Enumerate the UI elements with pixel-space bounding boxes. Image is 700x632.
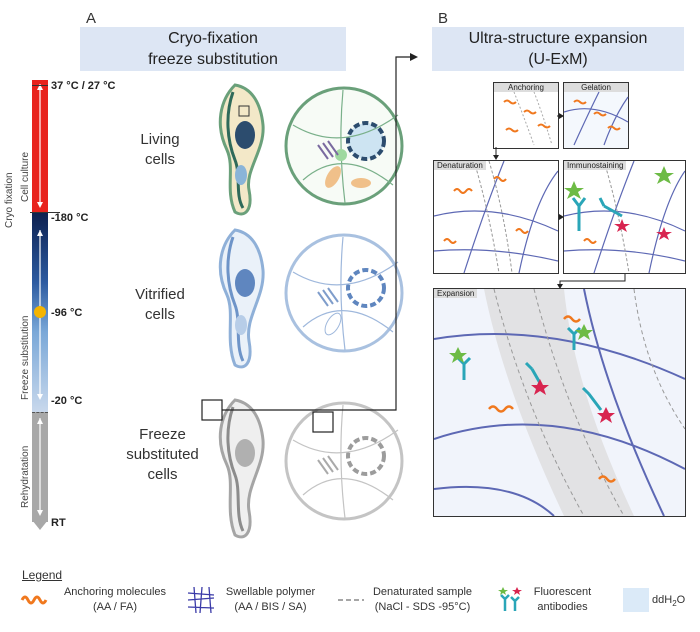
tick-20 — [32, 412, 48, 413]
vitrified-cell-zoom — [284, 233, 404, 353]
temp-minus-20: -20 °C — [51, 395, 83, 407]
vitrified-cell-illustration — [218, 228, 265, 369]
legend-anchoring-molecules: Anchoring molecules(AA / FA) — [63, 586, 167, 613]
tick-37 — [32, 85, 48, 86]
legend-swellable-polymer: Swellable polymer(AA / BIS / SA) — [225, 586, 316, 613]
freeze-substituted-cell-zoom — [284, 401, 404, 521]
panel-a-title: Cryo-fixation freeze substitution — [80, 27, 346, 71]
panel-b-letter: B — [438, 10, 449, 27]
panel-b-title: Ultra-structure expansion (U-ExM) — [432, 27, 684, 71]
fluorescent-antibodies-icon — [498, 587, 522, 611]
expansion-scene — [434, 289, 685, 516]
panel-a-title-line2: freeze substitution — [148, 51, 278, 68]
temperature-bar — [32, 80, 48, 530]
minus-96-marker — [34, 306, 46, 318]
anchoring-molecule-icon — [20, 595, 48, 605]
immunostaining-scene — [564, 161, 685, 273]
panel-b-title-line1: Ultra-structure expansion — [468, 30, 648, 47]
denaturated-sample-icon — [338, 599, 364, 601]
legend-denaturated-sample: Denaturated sample(NaCl - SDS -95°C) — [372, 586, 473, 613]
panel-a-title-line1: Cryo-fixation — [168, 30, 258, 47]
freeze-substituted-cell-illustration — [201, 398, 265, 539]
step-immunostaining: Immunostaining — [563, 160, 686, 274]
step-expansion: Expansion — [433, 288, 686, 517]
legend-title: Legend — [22, 568, 63, 582]
temp-rt: RT — [51, 517, 66, 529]
step-gelation: Gelation — [563, 82, 629, 149]
anchoring-scene — [503, 91, 553, 146]
gelation-scene — [563, 91, 629, 146]
living-cell-zoom — [284, 86, 404, 206]
panel-a-letter: A — [86, 10, 97, 27]
denaturation-scene — [434, 161, 558, 273]
temp-minus-180: -180 °C — [51, 212, 89, 224]
panel-b-title-line2: (U-ExM) — [528, 51, 588, 68]
tick-180 — [30, 212, 60, 213]
ddh2o-swatch — [623, 588, 649, 612]
swellable-polymer-icon — [187, 586, 215, 614]
step-anchoring: Anchoring — [493, 82, 559, 149]
temp-minus-96: -96 °C — [51, 307, 83, 319]
step-denaturation: Denaturation — [433, 160, 559, 274]
temp-37-27: 37 °C / 27 °C — [51, 80, 116, 92]
bar-bottom-arrow — [32, 520, 48, 530]
living-cell-illustration — [218, 83, 265, 216]
legend-ddh2o: ddH2O — [652, 594, 686, 609]
